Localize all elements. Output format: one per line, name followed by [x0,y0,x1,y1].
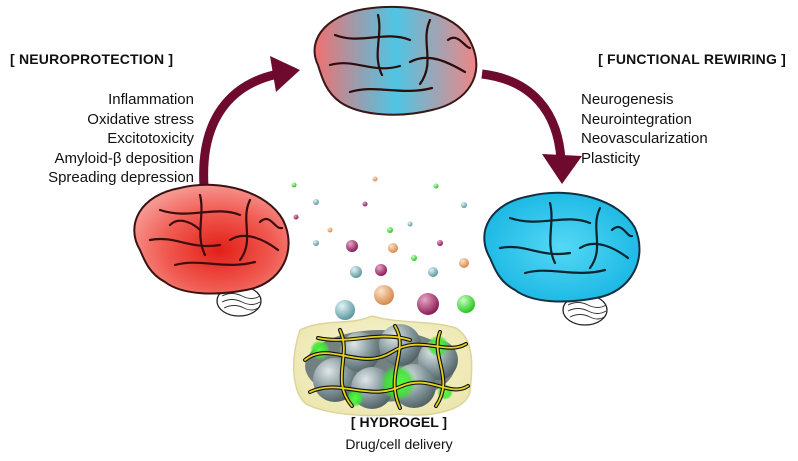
hydrogel-title: [ HYDROGEL ] [350,414,448,430]
hydrogel-subtitle: Drug/cell delivery [345,436,453,452]
released-particles [291,176,475,320]
list-item: Neovascularization [581,130,708,147]
right-curved-arrow [481,69,566,161]
transitional-brain-illustration [313,5,478,116]
recovered-brain-illustration [483,191,641,326]
list-item: Plasticity [581,149,641,167]
neuroprotection-heading: [ NEUROPROTECTION ] [10,51,174,67]
list-item: Oxidative stress [87,110,194,128]
list-item: Neurointegration [581,110,692,128]
list-item: Excitotoxicity [107,130,194,147]
list-item: Inflammation [108,91,194,108]
functional-rewiring-heading: [ FUNCTIONAL REWIRING ] [598,51,786,67]
damaged-brain-illustration [133,183,290,317]
left-arrow-head [270,56,300,92]
list-item: Spreading depression [48,169,194,186]
hydrogel-illustration [293,315,473,417]
left-curved-arrow [199,69,279,187]
neuroprotection-list: Inflammation Oxidative stress Excitotoxi… [48,90,194,188]
list-item: Neurogenesis [581,91,674,108]
functional-rewiring-list: Neurogenesis Neurointegration Neovascula… [581,90,708,168]
list-item: Amyloid-β deposition [54,149,194,167]
right-arrow-head [542,154,582,184]
